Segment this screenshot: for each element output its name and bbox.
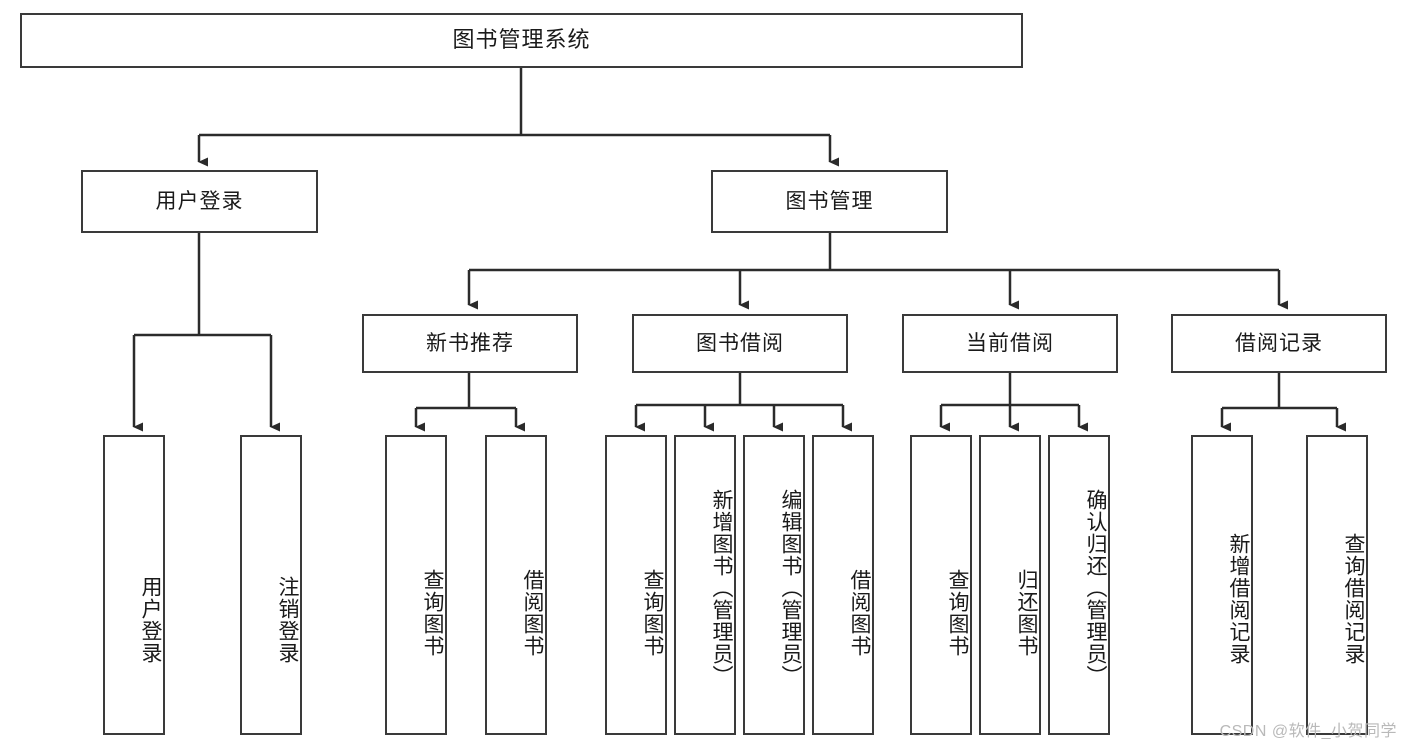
- node-book-borrow[interactable]: 图书借阅: [632, 314, 848, 373]
- leaf-add-book-admin[interactable]: 新增图书（管理员）: [674, 435, 736, 735]
- leaf-query-book-borrow[interactable]: 查询图书: [605, 435, 667, 735]
- leaf-add-borrow-record[interactable]: 新增借阅记录: [1191, 435, 1253, 735]
- leaf-query-book-newbook[interactable]: 查询图书: [385, 435, 447, 735]
- leaf-confirm-return-admin[interactable]: 确认归还（管理员）: [1048, 435, 1110, 735]
- node-book-management[interactable]: 图书管理: [711, 170, 948, 233]
- node-current-borrow[interactable]: 当前借阅: [902, 314, 1118, 373]
- leaf-borrow-book-borrow[interactable]: 借阅图书: [812, 435, 874, 735]
- leaf-query-book-current[interactable]: 查询图书: [910, 435, 972, 735]
- node-new-book-recommend[interactable]: 新书推荐: [362, 314, 578, 373]
- node-root-system[interactable]: 图书管理系统: [20, 13, 1023, 68]
- leaf-edit-book-admin[interactable]: 编辑图书（管理员）: [743, 435, 805, 735]
- leaf-return-book[interactable]: 归还图书: [979, 435, 1041, 735]
- leaf-query-borrow-record[interactable]: 查询借阅记录: [1306, 435, 1368, 735]
- node-borrow-record[interactable]: 借阅记录: [1171, 314, 1387, 373]
- leaf-logout[interactable]: 注销登录: [240, 435, 302, 735]
- leaf-user-login[interactable]: 用户登录: [103, 435, 165, 735]
- leaf-borrow-book-newbook[interactable]: 借阅图书: [485, 435, 547, 735]
- node-user-login[interactable]: 用户登录: [81, 170, 318, 233]
